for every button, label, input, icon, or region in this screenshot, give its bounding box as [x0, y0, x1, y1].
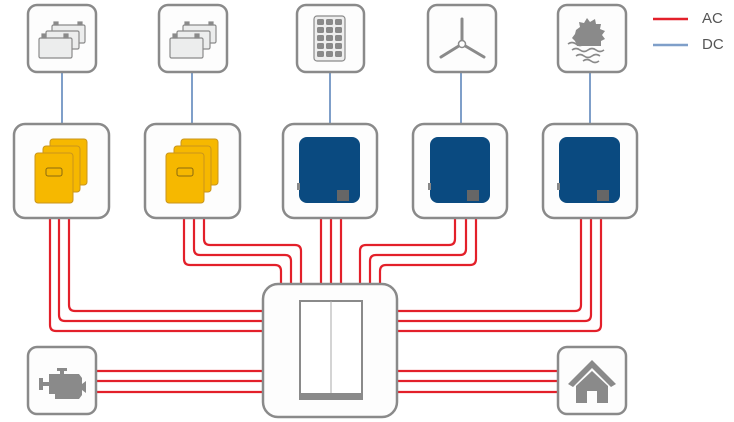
inverter-icon [428, 137, 490, 203]
pv-inverter-box [281, 122, 379, 220]
battery-bank-2 [157, 3, 229, 74]
battery-inverter-icon [34, 138, 88, 204]
ac-line [57, 218, 263, 323]
distribution-cabinet-box [261, 282, 399, 419]
ac-line [397, 218, 583, 313]
battery-icon [38, 21, 86, 59]
battery-inverter-box-1 [12, 122, 111, 220]
wind-turbine-box [426, 3, 498, 74]
battery-inverter-box-2 [143, 122, 242, 220]
ac-line [397, 218, 603, 333]
hydro-inverter-box [541, 122, 639, 220]
ac-connections [48, 218, 603, 394]
ac-line [182, 218, 283, 284]
ac-line [358, 218, 457, 284]
solar-panel-box [295, 3, 366, 74]
cabinet-icon [299, 300, 363, 400]
dc-connections [61, 72, 591, 124]
battery-icon [169, 21, 217, 59]
ac-line [192, 218, 293, 284]
ac-line [397, 218, 593, 323]
ac-line-house [397, 369, 558, 394]
house-icon [568, 360, 616, 403]
engine-icon [39, 368, 86, 399]
inverter-icon [297, 137, 360, 203]
hydro-box [556, 3, 628, 74]
legend-dc-label: DC [702, 36, 724, 53]
hydro-turbine-icon [567, 18, 605, 64]
battery-inverter-icon [165, 138, 219, 204]
ac-line [202, 218, 303, 284]
generator-box [26, 345, 98, 416]
battery-bank-1 [26, 3, 98, 74]
ac-line [378, 218, 478, 284]
wind-turbine-icon [439, 17, 486, 59]
wind-inverter-box [411, 122, 509, 220]
legend-ac-label: AC [702, 10, 723, 27]
ac-line-generator [96, 369, 263, 394]
ac-line [368, 218, 468, 284]
house-box [556, 345, 628, 416]
ac-line [48, 218, 263, 333]
solar-panel-icon [313, 15, 346, 62]
inverter-icon [557, 137, 620, 203]
ac-line [67, 218, 263, 313]
